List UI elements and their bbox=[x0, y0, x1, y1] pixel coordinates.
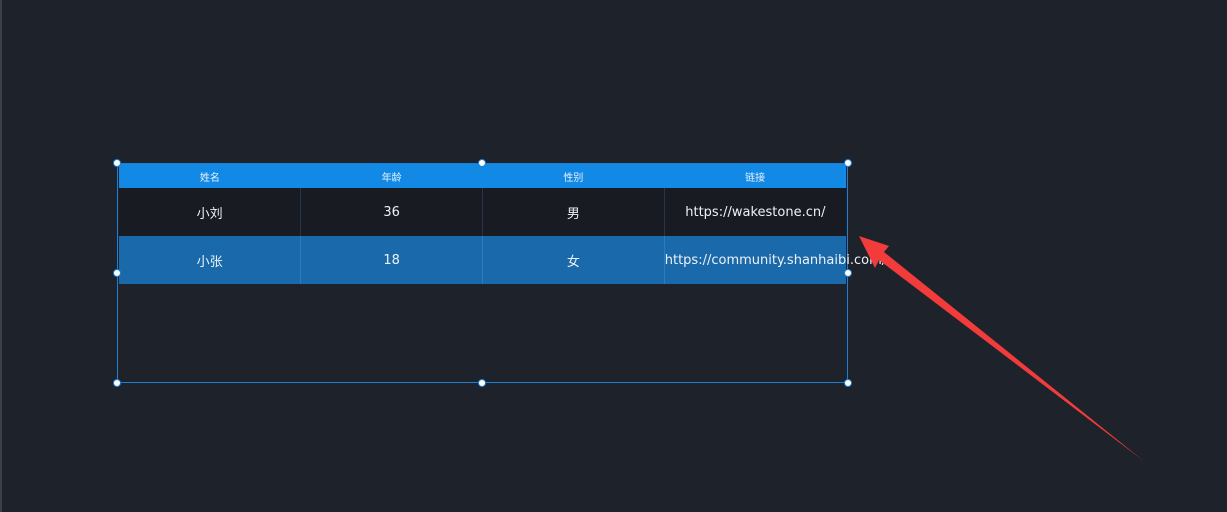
canvas-left-edge bbox=[0, 0, 2, 512]
header-gender: 性别 bbox=[482, 164, 665, 188]
resize-handle-bottom[interactable] bbox=[478, 379, 486, 387]
cell-gender: 女 bbox=[482, 236, 665, 284]
table-header-row: 姓名 年龄 性别 链接 bbox=[119, 164, 846, 188]
cell-name: 小刘 bbox=[119, 188, 301, 236]
cell-gender: 男 bbox=[482, 188, 665, 236]
resize-handle-bottom-right[interactable] bbox=[844, 379, 852, 387]
cell-age: 18 bbox=[300, 236, 483, 284]
cell-name: 小张 bbox=[119, 236, 301, 284]
header-name: 姓名 bbox=[119, 164, 301, 188]
header-age: 年龄 bbox=[300, 164, 483, 188]
cell-link[interactable]: https://wakestone.cn/ bbox=[663, 188, 846, 236]
resize-handle-top[interactable] bbox=[478, 159, 486, 167]
resize-handle-right[interactable] bbox=[844, 269, 852, 277]
table-row[interactable]: 小张 18 女 https://community.shanhaibi.com/ bbox=[119, 236, 886, 284]
data-table[interactable]: 姓名 年龄 性别 链接 小刘 36 男 https://wakestone.cn… bbox=[119, 164, 886, 284]
red-arrow-icon bbox=[859, 236, 1145, 462]
header-link: 链接 bbox=[664, 164, 846, 188]
cell-link[interactable]: https://community.shanhaibi.com/ bbox=[663, 236, 886, 284]
resize-handle-bottom-left[interactable] bbox=[113, 379, 121, 387]
cell-age: 36 bbox=[300, 188, 483, 236]
table-row[interactable]: 小刘 36 男 https://wakestone.cn/ bbox=[119, 188, 846, 236]
resize-handle-top-right[interactable] bbox=[844, 159, 852, 167]
resize-handle-left[interactable] bbox=[113, 269, 121, 277]
resize-handle-top-left[interactable] bbox=[113, 159, 121, 167]
